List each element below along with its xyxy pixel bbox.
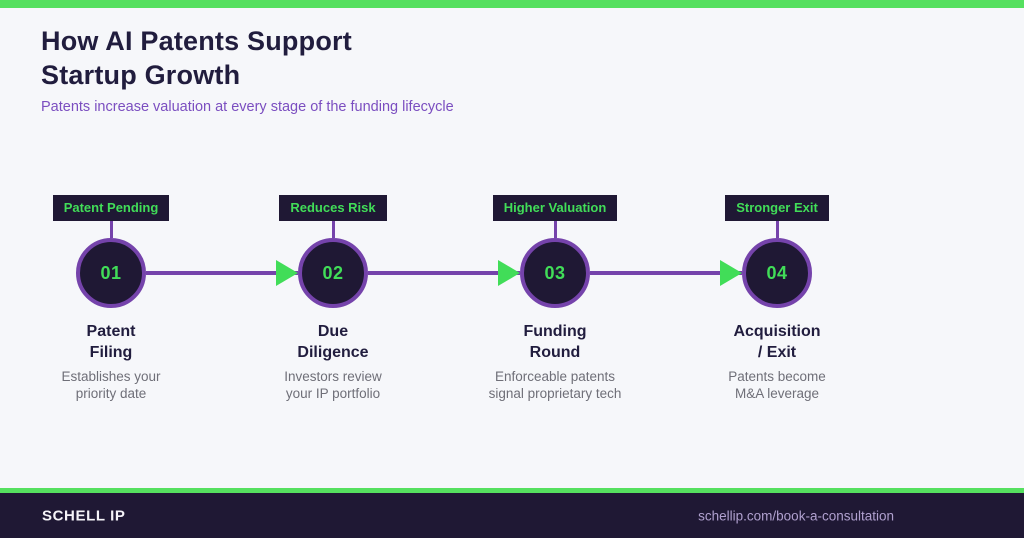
step-number: 03 [544,262,566,283]
step-number: 02 [322,262,344,283]
step-desc-line2: M&A leverage [734,386,820,401]
step-title-line2: Filing [89,344,133,361]
badge-connector-line [775,221,779,238]
badge-connector-line [553,221,557,238]
step-title-line1: Funding [523,323,587,340]
status-badge: Higher Valuation [492,195,618,221]
step-description: Patents become M&A leverage [728,368,826,402]
footer: SCHELL IP schellip.com/book-a-consultati… [0,493,1024,538]
timeline-step-2: Reduces Risk 02 Due Diligence Investors … [222,195,444,402]
step-title-line2: Diligence [297,344,369,361]
badge-connector-line [109,221,113,238]
step-title: Acquisition / Exit [733,321,820,363]
step-circle: 04 [742,238,812,308]
step-circle: 02 [298,238,368,308]
timeline-connector-line [146,271,298,275]
step-title-line2: / Exit [757,344,797,361]
timeline-step-1: Patent Pending 01 Patent Filing Establis… [0,195,222,402]
status-badge: Stronger Exit [725,195,829,221]
step-title: Due Diligence [297,321,368,363]
step-title: Funding Round [523,321,586,363]
timeline-connector-line [368,271,520,275]
step-description: Enforceable patents signal proprietary t… [489,368,622,402]
step-circle: 01 [76,238,146,308]
arrow-right-icon [276,260,298,286]
page-subtitle: Patents increase valuation at every stag… [41,99,454,115]
step-desc-line1: Investors review [284,369,382,384]
page-title: How AI Patents Support Startup Growth [41,24,454,92]
footer-accent-line [0,488,1024,493]
step-desc-line2: your IP portfolio [285,386,381,401]
step-desc-line2: priority date [75,386,147,401]
timeline-step-3: Higher Valuation 03 Funding Round Enforc… [444,195,666,402]
header: How AI Patents Support Startup Growth Pa… [41,24,454,115]
step-circle: 03 [520,238,590,308]
timeline-connector-line [590,271,742,275]
step-description: Establishes your priority date [61,368,160,402]
status-badge: Patent Pending [52,195,170,221]
step-title-line2: Round [529,344,581,361]
step-title-line1: Patent [86,323,136,340]
badge-connector-line [331,221,335,238]
step-desc-line1: Patents become [728,369,826,384]
brand-logo: SCHELL IP [42,507,126,524]
step-title: Patent Filing [87,321,136,363]
step-desc-line1: Enforceable patents [494,369,616,384]
step-title-line1: Due [317,323,349,340]
step-description: Investors review your IP portfolio [284,368,382,402]
arrow-right-icon [720,260,742,286]
step-desc-line2: signal proprietary tech [488,386,622,401]
step-number: 04 [766,262,788,283]
page-title-line1: How AI Patents Support [41,26,352,56]
step-title-line1: Acquisition [733,323,821,340]
page-title-line2: Startup Growth [41,60,241,90]
step-desc-line1: Establishes your [61,369,161,384]
arrow-right-icon [498,260,520,286]
status-badge: Reduces Risk [279,195,387,221]
top-accent-bar [0,0,1024,8]
step-number: 01 [100,262,122,283]
footer-url: schellip.com/book-a-consultation [698,508,894,523]
timeline-step-4: Stronger Exit 04 Acquisition / Exit Pate… [666,195,888,402]
